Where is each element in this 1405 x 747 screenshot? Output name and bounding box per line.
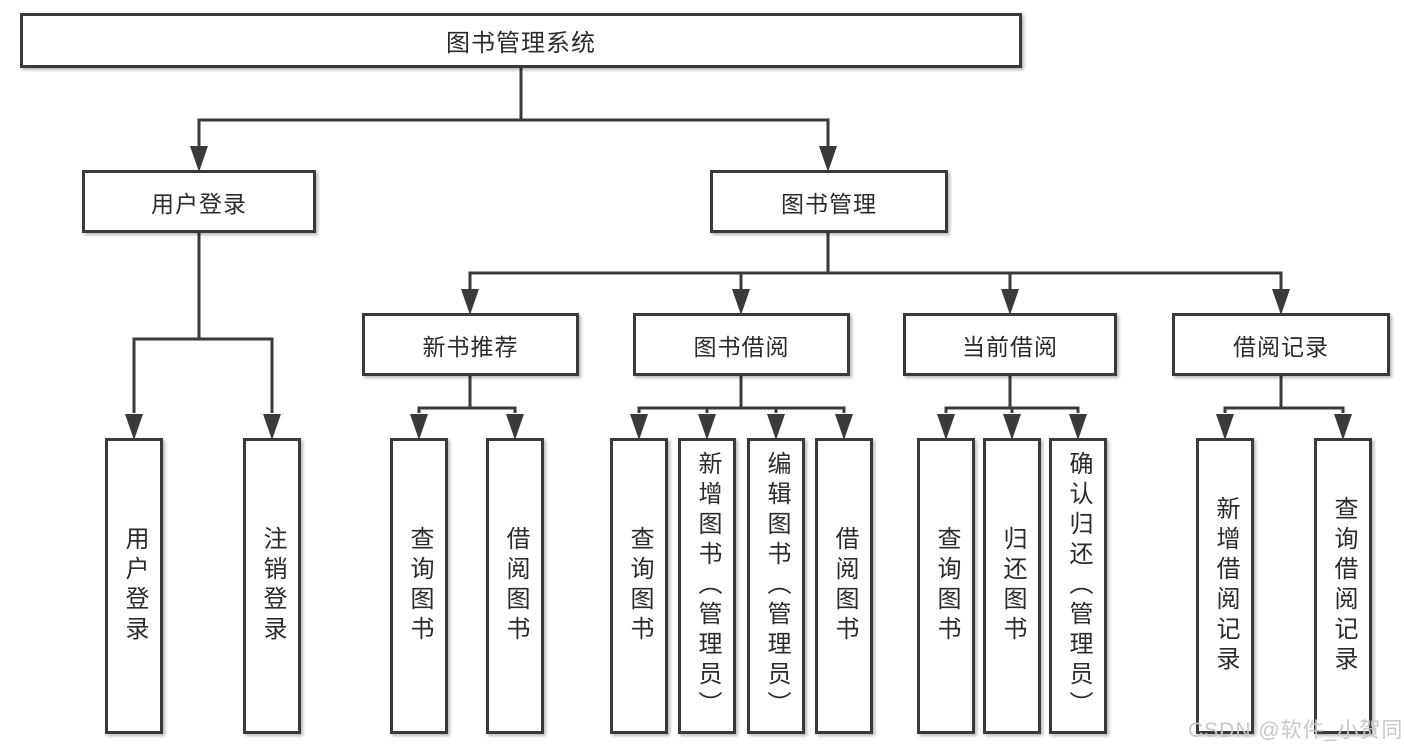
node-return-books: 归还图书 (983, 438, 1041, 734)
node-query-books-recommend-label: 查询图书 (406, 526, 433, 646)
node-add-borrow-record-label: 新增借阅记录 (1212, 496, 1239, 676)
node-add-books-admin-label: 新增图书（管理员） (694, 451, 721, 721)
node-borrow-books-action-label: 借阅图书 (831, 526, 858, 646)
node-user-login-action: 用户登录 (105, 438, 163, 734)
node-user-login-action-label: 用户登录 (121, 526, 148, 646)
node-query-books-recommend: 查询图书 (390, 438, 448, 734)
node-logout-action-label: 注销登录 (259, 526, 286, 646)
node-return-books-label: 归还图书 (999, 526, 1026, 646)
node-current-borrow-label: 当前借阅 (962, 333, 1058, 360)
node-query-books-borrow: 查询图书 (610, 438, 668, 734)
node-borrow-record: 借阅记录 (1172, 313, 1390, 376)
node-edit-books-admin-label: 编辑图书（管理员） (763, 451, 790, 721)
node-query-books-current: 查询图书 (917, 438, 975, 734)
node-user-login-branch: 用户登录 (82, 170, 316, 233)
arrow-down-icons (125, 146, 1352, 440)
node-new-book-recommend-label: 新书推荐 (422, 333, 519, 360)
connector-lines (132, 66, 1345, 413)
node-borrow-books-action: 借阅图书 (815, 438, 873, 734)
node-query-books-current-label: 查询图书 (933, 526, 960, 646)
node-logout-action: 注销登录 (243, 438, 301, 734)
node-book-management-branch: 图书管理 (710, 170, 948, 233)
node-book-borrow: 图书借阅 (633, 313, 850, 376)
node-confirm-return-admin: 确认归还（管理员） (1049, 438, 1107, 734)
node-query-borrow-record: 查询借阅记录 (1314, 438, 1372, 734)
node-new-book-recommend: 新书推荐 (362, 313, 579, 376)
node-edit-books-admin: 编辑图书（管理员） (747, 438, 805, 734)
node-borrow-record-label: 借阅记录 (1233, 333, 1329, 360)
node-query-books-borrow-label: 查询图书 (626, 526, 653, 646)
csdn-watermark: CSDN @软件_小贺同学 (1188, 719, 1404, 742)
node-root-system: 图书管理系统 (20, 13, 1022, 68)
node-book-management-branch-label: 图书管理 (781, 190, 877, 217)
node-confirm-return-admin-label: 确认归还（管理员） (1065, 451, 1092, 721)
node-current-borrow: 当前借阅 (903, 313, 1117, 376)
node-borrow-books-recommend: 借阅图书 (486, 438, 544, 734)
node-add-books-admin: 新增图书（管理员） (678, 438, 736, 734)
node-add-borrow-record: 新增借阅记录 (1196, 438, 1254, 734)
node-borrow-books-recommend-label: 借阅图书 (502, 526, 529, 646)
node-user-login-branch-label: 用户登录 (151, 190, 247, 217)
node-query-borrow-record-label: 查询借阅记录 (1330, 496, 1357, 676)
node-book-borrow-label: 图书借阅 (693, 333, 790, 360)
node-root-system-label: 图书管理系统 (446, 30, 596, 57)
